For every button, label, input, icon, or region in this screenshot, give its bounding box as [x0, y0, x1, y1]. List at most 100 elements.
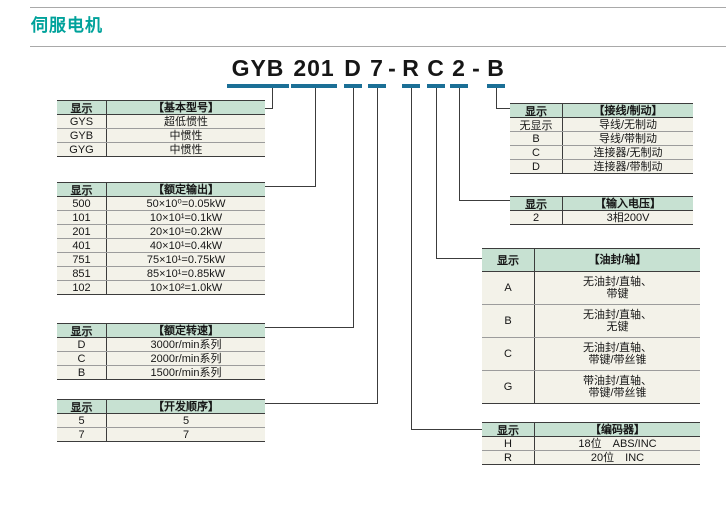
model-code-segment: 7 — [368, 57, 386, 88]
description-cell: 超低惯性 — [164, 115, 208, 128]
col2-header-cell: 【输入电压】 — [595, 197, 661, 210]
description-cell: 中惯性 — [169, 129, 203, 142]
description-cell: 带油封/直轴、 带键/带丝锥 — [582, 375, 653, 399]
table-row: C 无油封/直轴、 带键/带丝锥 — [482, 338, 700, 371]
description-cell: 50×10⁰=0.05kW — [146, 197, 226, 210]
col1-header-cell: 显示 — [57, 183, 107, 197]
code-cell: C — [510, 146, 563, 159]
model-code-segment: 201 — [291, 57, 337, 88]
description-cell: 1500r/min系列 — [150, 366, 222, 379]
table-header-row: 显示 【接线/制动】 — [510, 104, 693, 118]
code-cell: GYS — [57, 115, 107, 128]
model-code-segment: C — [427, 57, 445, 88]
table-row: GYG 中惯性 — [57, 143, 265, 157]
table-row: C 2000r/min系列 — [57, 352, 265, 366]
code-cell: 201 — [57, 225, 107, 238]
model-code-segment: R — [402, 57, 420, 88]
col2-header-cell: 【额定转速】 — [153, 324, 219, 337]
page-title: 伺服电机 — [31, 16, 103, 35]
table-row: 201 20×10¹=0.2kW — [57, 225, 265, 239]
description-cell: 40×10¹=0.4kW — [149, 239, 223, 252]
description-cell: 7 — [182, 428, 190, 441]
code-cell: 401 — [57, 239, 107, 252]
code-cell: 2 — [510, 211, 563, 224]
model-code-segment: - — [388, 55, 397, 81]
connector-201-h — [265, 186, 316, 187]
code-cell: C — [57, 352, 107, 365]
code-cell: G — [482, 371, 535, 403]
col2-header-cell: 【开发顺序】 — [153, 400, 219, 413]
title-underline-rule — [30, 46, 726, 47]
table-header-row: 显示 【输入电压】 — [510, 197, 693, 211]
description-cell: 无油封/直轴、 无键 — [582, 309, 653, 333]
model-code-segment: B — [487, 57, 505, 88]
description-cell: 中惯性 — [169, 143, 203, 156]
connector-2-h — [459, 200, 510, 201]
table-row: 101 10×10¹=0.1kW — [57, 211, 265, 225]
code-cell: GYG — [57, 143, 107, 156]
table-header-row: 显示【基本型号】 — [57, 101, 265, 115]
connector-201-v — [315, 88, 316, 186]
description-cell: 75×10¹=0.75kW — [146, 253, 226, 266]
table-row: 无显示导线/无制动 — [510, 118, 693, 132]
connector-gyb-v — [272, 88, 273, 108]
model-code-segment: - — [472, 55, 481, 81]
code-cell: 无显示 — [510, 118, 563, 132]
code-cell: C — [482, 338, 535, 370]
code-cell: B — [57, 366, 107, 379]
col2-header-cell: 【油封/轴】 — [588, 254, 647, 266]
table-row: GYS 超低惯性 — [57, 115, 265, 129]
connector-d-h — [265, 327, 354, 328]
col1-header-cell: 显示 — [482, 249, 535, 271]
col1-header-cell: 显示 — [510, 197, 563, 211]
table-row: 401 40×10¹=0.4kW — [57, 239, 265, 253]
description-cell: 3000r/min系列 — [150, 338, 222, 351]
code-cell: 851 — [57, 267, 107, 280]
model-code-segment: D — [344, 57, 362, 88]
description-cell: 5 — [182, 414, 190, 427]
description-cell: 18位 ABS/INC — [578, 437, 657, 450]
table-header-row: 显示 【油封/轴】 — [482, 249, 700, 272]
code-cell: A — [482, 272, 535, 304]
code-cell: B — [482, 305, 535, 337]
connector-b-v — [496, 88, 497, 108]
top-rule — [30, 7, 726, 8]
connector-7-h — [265, 403, 378, 404]
description-cell: 20位 INC — [590, 451, 645, 464]
code-cell: D — [57, 338, 107, 351]
table-row: G 带油封/直轴、 带键/带丝锥 — [482, 371, 700, 404]
connector-r-v — [411, 88, 412, 429]
model-code-segment: GYB — [227, 57, 289, 88]
table-header-row: 显示【额定输出】 — [57, 183, 265, 197]
table-row: D 3000r/min系列 — [57, 338, 265, 352]
col1-header-cell: 显示 — [510, 104, 563, 118]
description-cell: 2000r/min系列 — [150, 352, 222, 365]
description-cell: 无油封/直轴、 带键/带丝锥 — [582, 342, 653, 366]
col2-header-cell: 【接线/制动】 — [593, 104, 663, 117]
description-cell: 导线/带制动 — [598, 132, 658, 145]
description-cell: 20×10¹=0.2kW — [149, 225, 223, 238]
description-cell: 10×10¹=0.1kW — [149, 211, 223, 224]
code-cell: B — [510, 132, 563, 145]
connector-c-v — [436, 88, 437, 258]
col1-header-cell: 显示 — [57, 101, 107, 115]
code-cell: 101 — [57, 211, 107, 224]
connector-d-v — [353, 88, 354, 327]
